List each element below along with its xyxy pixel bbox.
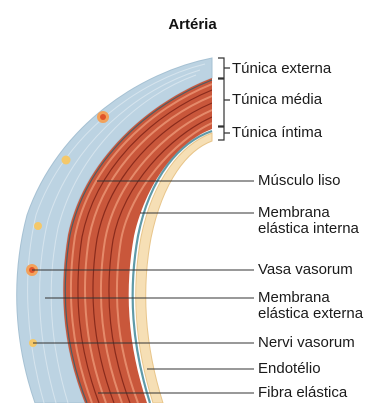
label-nervi-vasorum: Nervi vasorum	[258, 335, 355, 351]
label-fibra-elastica: Fibra elástica	[258, 385, 347, 401]
label-membrana-elastica-interna: Membrana elástica interna	[258, 205, 378, 237]
label-tunica-intima: Túnica íntima	[232, 125, 322, 141]
bracket-tunica-media	[218, 79, 230, 126]
label-tunica-media: Túnica média	[232, 92, 322, 108]
label-musculo-liso: Músculo liso	[258, 173, 341, 189]
layer-brackets	[218, 58, 230, 140]
label-membrana-elastica-externa: Membrana elástica externa	[258, 290, 382, 322]
label-vasa-vasorum: Vasa vasorum	[258, 262, 353, 278]
bracket-tunica-externa	[218, 58, 230, 78]
bracket-tunica-intima	[218, 127, 230, 140]
label-endotelio: Endotélio	[258, 361, 321, 377]
label-tunica-externa: Túnica externa	[232, 61, 331, 77]
